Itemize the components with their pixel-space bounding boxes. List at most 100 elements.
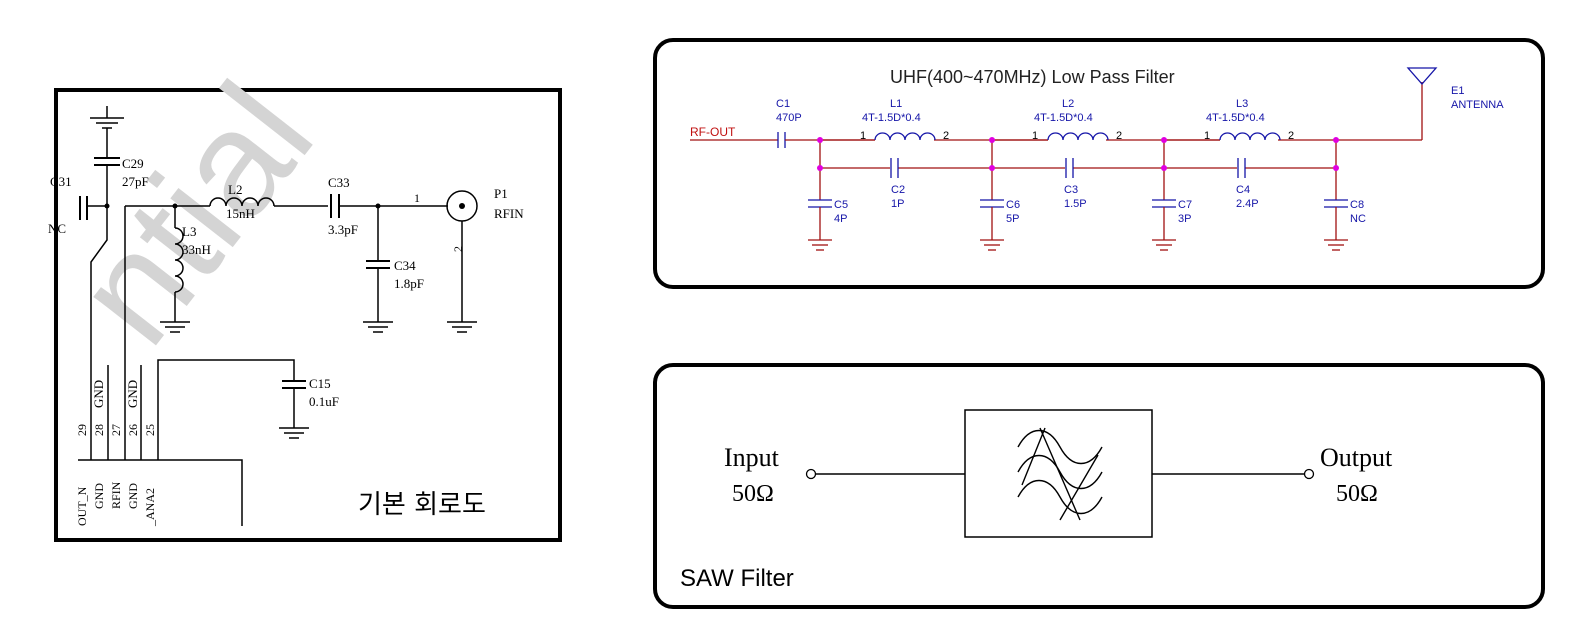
- svg-text:26: 26: [126, 424, 140, 436]
- svg-text:L3: L3: [1236, 98, 1248, 110]
- svg-text:470P: 470P: [776, 112, 802, 124]
- antenna-e1: E1 ANTENNA: [1406, 67, 1504, 140]
- capacitor-c34: C34 1.8pF: [363, 203, 424, 333]
- svg-text:_ANA2: _ANA2: [143, 488, 157, 527]
- connector-p1: 1 2 P1 RFIN: [414, 186, 524, 333]
- rf-out-label: RF-OUT: [690, 125, 736, 139]
- basic-circuit-frame: [54, 88, 562, 542]
- junction-dots: [817, 137, 1339, 171]
- svg-text:1: 1: [1032, 130, 1038, 142]
- svg-text:4P: 4P: [834, 213, 847, 225]
- svg-text:GND: GND: [92, 483, 106, 509]
- p1-pin1: 1: [414, 191, 420, 205]
- capacitor-c15: C15 0.1uF: [157, 359, 339, 460]
- inductor-lpf-l2: L2 4T-1.5D*0.4 1 2: [992, 98, 1122, 142]
- c34-ref: C34: [394, 258, 416, 273]
- c15-value: 0.1uF: [309, 394, 339, 409]
- svg-text:C3: C3: [1064, 184, 1078, 196]
- c33-ref: C33: [328, 175, 350, 190]
- svg-text:C8: C8: [1350, 199, 1364, 211]
- lpf-frame: [653, 38, 1545, 289]
- capacitor-c6: C6 5P: [980, 140, 1020, 251]
- lpf-panel: UHF(400~470MHz) Low Pass Filter RF-OUT C…: [653, 38, 1545, 289]
- svg-text:1: 1: [860, 130, 866, 142]
- c15-ref: C15: [309, 376, 331, 391]
- svg-text:OUT_N: OUT_N: [75, 486, 89, 526]
- p1-name: RFIN: [494, 206, 524, 221]
- capacitor-c2: C2 1P: [890, 158, 905, 210]
- svg-text:NC: NC: [1350, 213, 1366, 225]
- p1-ref: P1: [494, 186, 508, 201]
- basic-circuit-panel: ntial C29 27pF C31 NC: [42, 53, 562, 542]
- ic-pin-25: 25 _ANA2: [143, 424, 157, 527]
- capacitor-c4: C4 2.4P: [1236, 158, 1259, 210]
- ic-pin-27: 27 RFIN: [109, 424, 123, 509]
- svg-text:25: 25: [143, 424, 157, 436]
- c29-value: 27pF: [122, 174, 149, 189]
- saw-input-label: Input: [724, 443, 780, 472]
- l3-value: 33nH: [182, 242, 211, 257]
- svg-text:1.5P: 1.5P: [1064, 198, 1087, 210]
- svg-text:GND: GND: [126, 483, 140, 509]
- saw-output-label: Output: [1320, 443, 1393, 472]
- svg-text:5P: 5P: [1006, 213, 1019, 225]
- c31-ref: C31: [50, 174, 72, 189]
- svg-text:C4: C4: [1236, 184, 1250, 196]
- svg-text:28: 28: [92, 424, 106, 436]
- l3-ref: L3: [182, 224, 196, 239]
- inductor-l2: L2 15nH: [175, 182, 328, 221]
- ic-pin-26: 26 GND: [126, 424, 140, 509]
- l2-ref: L2: [228, 182, 242, 197]
- saw-panel: Input 50Ω Output 50Ω SAW Filter: [653, 363, 1545, 609]
- basic-circuit-title: 기본 회로도: [358, 490, 486, 520]
- ic-pin-28: 28 GND: [92, 424, 106, 509]
- capacitor-c7: C7 3P: [1152, 140, 1192, 251]
- svg-text:3P: 3P: [1178, 213, 1191, 225]
- svg-text:C5: C5: [834, 199, 848, 211]
- svg-text:RFIN: RFIN: [109, 481, 123, 509]
- saw-input-impedance: 50Ω: [732, 481, 774, 507]
- inductor-lpf-l1: L1 4T-1.5D*0.4 1 2: [820, 98, 949, 142]
- inductor-l3: L3 33nH: [160, 203, 211, 333]
- svg-text:2: 2: [943, 130, 949, 142]
- svg-text:4T-1.5D*0.4: 4T-1.5D*0.4: [862, 112, 921, 124]
- capacitor-c3: C3 1.5P: [1064, 158, 1087, 210]
- svg-text:C7: C7: [1178, 199, 1192, 211]
- svg-text:2.4P: 2.4P: [1236, 198, 1259, 210]
- capacitor-c29: C29 27pF: [90, 106, 149, 206]
- svg-text:2: 2: [1116, 130, 1122, 142]
- saw-output-terminal: [1303, 468, 1315, 480]
- c33-value: 3.3pF: [328, 222, 358, 237]
- capacitor-c5: C5 4P: [808, 140, 848, 251]
- l2-value: 15nH: [226, 206, 255, 221]
- ic-pin-29: 29 OUT_N: [75, 424, 89, 526]
- saw-filter-block: [964, 409, 1153, 538]
- svg-text:2: 2: [1288, 130, 1294, 142]
- bandpass-filter-icon: [1017, 427, 1103, 521]
- lpf-title: UHF(400~470MHz) Low Pass Filter: [890, 67, 1175, 87]
- saw-filter-title: SAW Filter: [680, 565, 794, 592]
- svg-text:29: 29: [75, 424, 89, 436]
- upper-gnd-label-1: GND: [91, 380, 106, 408]
- svg-text:1: 1: [1204, 130, 1210, 142]
- saw-output-impedance: 50Ω: [1336, 481, 1378, 507]
- inductor-lpf-l3: L3 4T-1.5D*0.4 1 2: [1164, 98, 1294, 142]
- capacitor-c33: C33 3.3pF: [328, 175, 448, 237]
- svg-text:E1: E1: [1451, 85, 1464, 97]
- svg-text:ANTENNA: ANTENNA: [1451, 99, 1504, 111]
- svg-text:C1: C1: [776, 98, 790, 110]
- svg-text:C2: C2: [891, 184, 905, 196]
- svg-text:1P: 1P: [891, 198, 904, 210]
- c34-value: 1.8pF: [394, 276, 424, 291]
- ic-body: 29 OUT_N 28 GND 27 RFIN 26 GND 25 _ANA2: [75, 424, 243, 527]
- svg-text:L1: L1: [890, 98, 902, 110]
- p1-pin2: 2: [451, 246, 465, 252]
- c31-value: NC: [48, 221, 66, 236]
- svg-text:4T-1.5D*0.4: 4T-1.5D*0.4: [1206, 112, 1265, 124]
- c29-ref: C29: [122, 156, 144, 171]
- svg-text:C6: C6: [1006, 199, 1020, 211]
- svg-text:27: 27: [109, 424, 123, 436]
- upper-gnd-label-2: GND: [125, 380, 140, 408]
- svg-text:L2: L2: [1062, 98, 1074, 110]
